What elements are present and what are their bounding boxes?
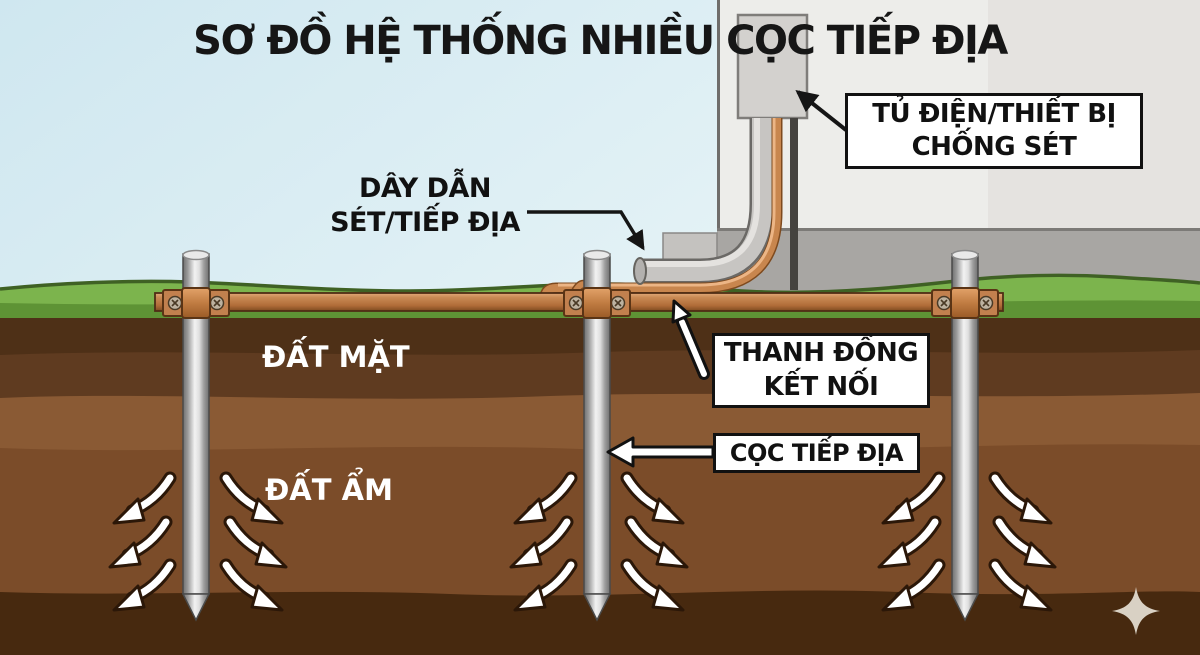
clamp-bands (181, 287, 980, 319)
down-conductor-wires (539, 118, 783, 299)
callout-conductor-line1: DÂY DẪN (358, 173, 492, 204)
topsoil-label: ĐẤT MẶT (262, 340, 410, 374)
callout-rod: CỌC TIẾP ĐỊA (713, 433, 920, 473)
panel-leader-arrow (795, 89, 848, 132)
callout-busbar-line1: THANH ĐỒNG (723, 338, 919, 369)
callout-panel-line1: TỦ ĐIỆN/THIẾT BỊ (872, 98, 1116, 129)
callout-busbar-line2: KẾT NỐI (763, 371, 879, 402)
busbar-leader-arrow (671, 299, 710, 380)
callout-panel-line2: CHỐNG SÉT (911, 132, 1077, 162)
callout-panel: TỦ ĐIỆN/THIẾT BỊ CHỐNG SÉT (845, 93, 1143, 169)
callout-conductor-line2: SÉT/TIẾP ĐỊA (330, 206, 520, 238)
diagram-title: SƠ ĐỒ HỆ THỐNG NHIỀU CỌC TIẾP ĐỊA (193, 18, 1008, 64)
conductor-leader-arrow (527, 210, 645, 251)
moist-soil-label: ĐẤT ẨM (265, 473, 393, 507)
callout-rod-label: CỌC TIẾP ĐỊA (729, 438, 904, 467)
callout-busbar: THANH ĐỒNG KẾT NỐI (712, 333, 930, 408)
callout-conductor: DÂY DẪN SÉT/TIẾP ĐỊA (295, 172, 555, 240)
sparkle-icon (1112, 587, 1160, 635)
